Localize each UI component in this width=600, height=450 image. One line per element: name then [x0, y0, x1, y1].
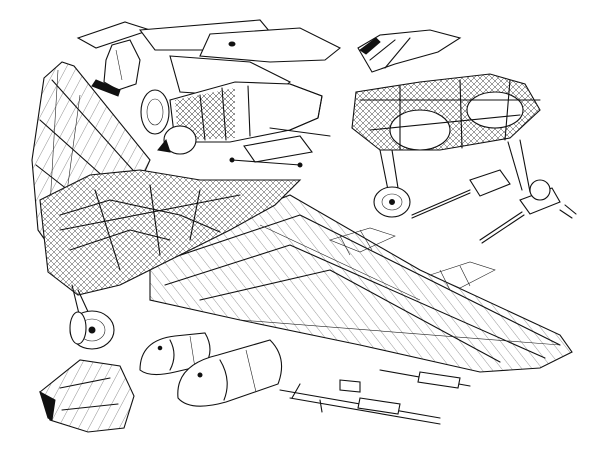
nose-landing-gear — [69, 284, 115, 350]
cockpit-seat — [91, 39, 141, 97]
main-landing-gear — [373, 139, 531, 218]
engine-mount-frame — [351, 73, 541, 151]
drop-tank-large — [177, 339, 283, 407]
cannon-armament — [411, 169, 577, 244]
jet-engine — [140, 81, 323, 155]
right-wing-panel — [149, 194, 573, 373]
drop-tank-small — [139, 332, 211, 376]
control-rods — [279, 369, 471, 425]
canopy — [357, 29, 462, 73]
center-section-frame — [39, 169, 302, 296]
engine-cowling — [39, 359, 135, 433]
hardware-rails — [229, 127, 331, 168]
rib-fittings — [329, 227, 496, 291]
